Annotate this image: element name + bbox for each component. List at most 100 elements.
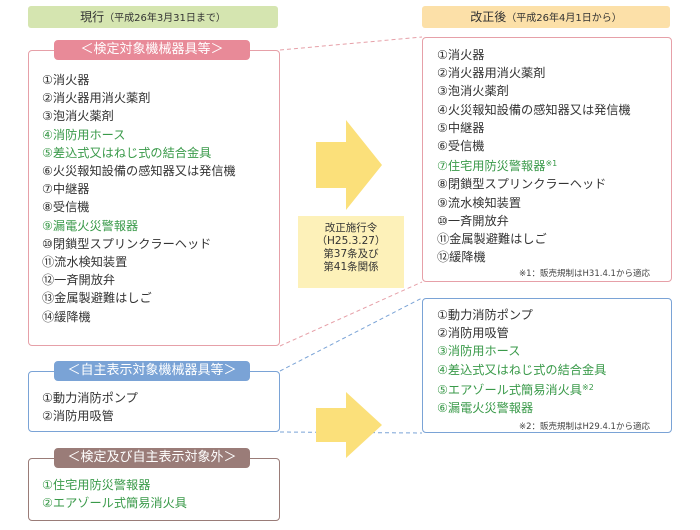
list-item-text: ③消防用ホース	[437, 344, 521, 359]
list-item-text: ③泡消火薬剤	[42, 109, 114, 124]
jishu-list: ①動力消防ポンプ ②消防用吸管	[42, 389, 138, 425]
right-bottom-list: ①動力消防ポンプ ②消防用吸管 ③消防用ホース ④差込式又はねじ式の結合金具 ⑤エアゾー…	[437, 306, 606, 417]
list-item-text: ⑨流水検知装置	[437, 195, 522, 210]
list-item: ④消防用ホース	[42, 126, 236, 144]
list-item-text: ⑧受信機	[42, 200, 90, 215]
list-item-text: ⑧閉鎖型スプリンクラーヘッド	[437, 177, 607, 192]
list-item-text: ⑩一斉開放弁	[437, 213, 509, 228]
list-item: ①動力消防ポンプ	[437, 306, 606, 324]
list-item: ⑦中継器	[42, 180, 236, 198]
kentei-list: ①消火器 ②消火器用消火薬剤 ③泡消火薬剤 ④消防用ホース ⑤差込式又はねじ式の結合金具…	[42, 71, 236, 326]
gai-list: ①住宅用防災警報器 ②エアゾール式簡易消火具	[42, 476, 187, 512]
list-item: ⑥漏電火災警報器	[437, 399, 606, 417]
list-item-text: ⑪流水検知装置	[42, 255, 128, 270]
list-item: ⑨流水検知装置	[437, 194, 631, 212]
list-item: ⑩閉鎖型スプリンクラーヘッド	[42, 235, 236, 253]
list-item: ②消火器用消火薬剤	[42, 89, 236, 107]
list-item-text: ⑦住宅用防災警報器	[437, 159, 546, 174]
list-item-text: ①動力消防ポンプ	[437, 308, 533, 322]
list-item: ⑫緩降機	[437, 248, 631, 266]
list-item-text: ②消火器用消火薬剤	[437, 66, 546, 81]
list-item: ①消火器	[42, 71, 236, 89]
list-item-text: ⑦中継器	[42, 182, 90, 197]
lower-arrow-icon	[316, 392, 382, 458]
list-item-text: ①消火器	[437, 48, 485, 62]
list-item-text: ⑭緩降機	[42, 309, 91, 324]
left-header: 現行（平成26年3月31日まで）	[28, 6, 278, 28]
list-item: ④差込式又はねじ式の結合金具	[437, 361, 606, 379]
list-item-text: ⑤差込式又はねじ式の結合金具	[42, 145, 212, 160]
list-item: ⑦住宅用防災警報器※1	[437, 155, 631, 175]
list-item-text: ⑬金属製避難はしご	[42, 291, 152, 306]
list-item-text: ①住宅用防災警報器	[42, 478, 151, 492]
list-item: ②消防用吸管	[42, 407, 138, 425]
kentei-bottom-connector	[279, 281, 423, 347]
list-item-text: ③泡消火薬剤	[437, 84, 509, 99]
list-item: ⑤差込式又はねじ式の結合金具	[42, 144, 236, 162]
list-item-text: ②消防用吸管	[42, 409, 114, 424]
left-header-main: 現行	[80, 10, 105, 24]
center-label: 改正施行令 （H25.3.27） 第37条及び 第41条関係	[298, 216, 404, 288]
list-item: ③泡消火薬剤	[42, 107, 236, 125]
list-item-text: ⑫緩降機	[437, 250, 486, 265]
list-item: ③泡消火薬剤	[437, 82, 631, 100]
list-item: ⑧受信機	[42, 198, 236, 216]
right-header-main: 改正後	[470, 10, 507, 24]
right-bottom-box	[422, 298, 672, 433]
list-item: ②消火器用消火薬剤	[437, 64, 631, 82]
list-item-text: ②消防用吸管	[437, 326, 509, 341]
right-top-note: ※1：販売規制はH31.4.1から適応	[519, 269, 650, 279]
upper-arrow-icon	[316, 120, 382, 210]
center-label-line4: 第41条関係	[323, 261, 379, 273]
list-item: ③消防用ホース	[437, 342, 606, 360]
kentei-title: ＜検定対象機械器具等＞	[54, 40, 250, 60]
list-item-text: ⑩閉鎖型スプリンクラーヘッド	[42, 236, 212, 251]
list-item-text: ②消火器用消火薬剤	[42, 91, 151, 106]
list-item: ①住宅用防災警報器	[42, 476, 187, 494]
list-item-text: ⑤エアゾール式簡易消火具	[437, 382, 582, 397]
list-item: ⑭緩降機	[42, 308, 236, 326]
list-item: ⑩一斉開放弁	[437, 212, 631, 230]
list-item-text: ①動力消防ポンプ	[42, 391, 138, 405]
list-item-text: ①消火器	[42, 73, 90, 87]
list-item-text: ⑪金属製避難はしご	[437, 232, 547, 247]
list-item: ⑤中継器	[437, 119, 631, 137]
list-item-text: ④消防用ホース	[42, 127, 126, 142]
gai-title: ＜検定及び自主表示対象外＞	[54, 448, 250, 468]
center-label-line1: 改正施行令	[324, 222, 378, 234]
left-header-sub: （平成26年3月31日まで）	[104, 13, 226, 24]
list-item-text: ⑥受信機	[437, 139, 485, 154]
center-label-line3: 第37条及び	[323, 248, 379, 260]
list-item: ②エアゾール式簡易消火具	[42, 494, 187, 512]
list-item: ①消火器	[437, 46, 631, 64]
list-item-text: ⑨漏電火災警報器	[42, 218, 139, 233]
center-label-line2: （H25.3.27）	[316, 235, 386, 247]
right-header-sub: （平成26年4月1日から）	[506, 13, 622, 24]
list-item: ⑪金属製避難はしご	[437, 230, 631, 248]
list-item-text: ⑥漏電火災警報器	[437, 401, 534, 416]
list-item-text: ④差込式又はねじ式の結合金具	[437, 362, 607, 377]
list-item: ②消防用吸管	[437, 324, 606, 342]
list-item: ⑧閉鎖型スプリンクラーヘッド	[437, 175, 631, 193]
list-item: ⑨漏電火災警報器	[42, 217, 236, 235]
jishu-top-connector	[279, 297, 423, 372]
list-item: ⑫一斉開放弁	[42, 271, 236, 289]
list-item: ⑥受信機	[437, 137, 631, 155]
list-item: ①動力消防ポンプ	[42, 389, 138, 407]
jishu-title: ＜自主表示対象機械器具等＞	[54, 361, 250, 381]
list-item-text: ②エアゾール式簡易消火具	[42, 496, 187, 511]
footnote-marker: ※1	[545, 159, 558, 169]
kentei-box	[28, 50, 280, 346]
list-item: ④火災報知設備の感知器又は発信機	[437, 101, 631, 119]
footnote-marker: ※2	[582, 382, 594, 392]
list-item-text: ⑥火災報知設備の感知器又は発信機	[42, 164, 236, 179]
right-top-list: ①消火器 ②消火器用消火薬剤 ③泡消火薬剤 ④火災報知設備の感知器又は発信機 ⑤中継器 ⑥…	[437, 46, 631, 266]
list-item: ⑪流水検知装置	[42, 253, 236, 271]
kentei-top-connector	[279, 36, 423, 51]
right-top-box	[422, 37, 672, 282]
list-item: ⑤エアゾール式簡易消火具※2	[437, 379, 606, 399]
list-item-text: ④火災報知設備の感知器又は発信機	[437, 102, 631, 117]
right-bottom-note: ※2：販売規制はH29.4.1から適応	[519, 422, 650, 432]
list-item-text: ⑤中継器	[437, 120, 485, 135]
gai-box	[28, 458, 280, 521]
